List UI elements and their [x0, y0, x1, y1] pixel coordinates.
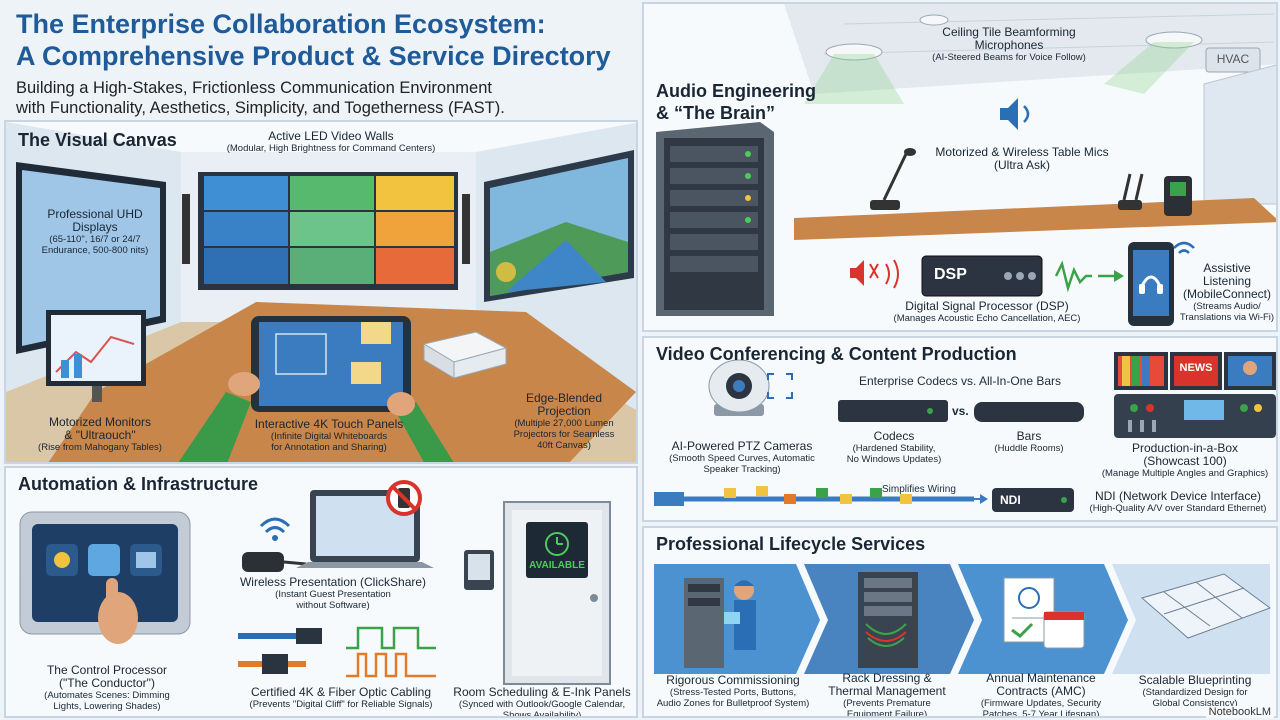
video-bar-device [974, 402, 1084, 422]
speaker-icon [1000, 98, 1030, 130]
dsp-label: Digital Signal Processor (DSP) (Manages … [893, 299, 1081, 325]
video-panel: Video Conferencing & Content Production … [642, 336, 1278, 522]
visual-canvas-panel: The Visual Canvas Active LED Video Walls… [4, 120, 638, 464]
ndi-device-label: NDI [1000, 493, 1021, 507]
lifecycle-illustration [654, 564, 1272, 674]
hvac-label: HVAC [1216, 52, 1250, 66]
motorized-monitor [46, 310, 146, 402]
led-video-wall [198, 172, 458, 290]
dsp-device-label: DSP [934, 266, 967, 283]
blueprint-icon [1140, 573, 1272, 639]
page-title: The Enterprise Collaboration Ecosystem: … [16, 9, 611, 71]
production-switcher [1114, 352, 1276, 438]
beamforming-label: Ceiling Tile Beamforming Microphones (AI… [932, 25, 1086, 64]
automation-panel: Automation & Infrastructure AVAILABLE Th… [4, 466, 638, 718]
automation-title: Automation & Infrastructure [18, 474, 259, 494]
muted-speaker-icon [850, 259, 899, 289]
lifecycle-title: Professional Lifecycle Services [656, 534, 926, 554]
visual-canvas-title: The Visual Canvas [18, 130, 177, 150]
audio-illustration [656, 4, 1276, 326]
cabling-label: Certified 4K & Fiber Optic Cabling (Prev… [249, 685, 433, 711]
control-processor-label: The Control Processor ("The Conductor") … [44, 663, 170, 713]
codecs-label: Codecs (Hardened Stability, No Windows U… [846, 429, 942, 466]
door [503, 501, 611, 685]
rack-dressing-label: Rack Dressing & Thermal Management (Prev… [828, 671, 946, 718]
bars-label: Bars (Huddle Rooms) [994, 429, 1064, 455]
watermark: NotebookLM [1205, 706, 1274, 718]
motorized-monitors-label: Motorized Monitors & "Ultraouch" (Rise f… [38, 415, 162, 454]
contract-calendar-icon [1003, 577, 1085, 649]
wifi-icon [259, 517, 291, 541]
vs-label: vs. [952, 404, 969, 418]
ptz-camera-label: AI-Powered PTZ Cameras (Smooth Speed Cur… [669, 439, 815, 476]
simplifies-wiring-label: Simplifies Wiring [882, 484, 956, 495]
curved-video-wall [484, 150, 634, 302]
ndi-cable [654, 486, 1074, 512]
blueprinting-label: Scalable Blueprinting (Standardized Desi… [1138, 673, 1252, 710]
server-rack [656, 122, 774, 316]
technician [684, 578, 756, 668]
touch-panels-label: Interactive 4K Touch Panels (Infinite Di… [254, 417, 404, 454]
room-scheduling-panel [464, 550, 494, 590]
commissioning-label: Rigorous Commissioning (Stress-Tested Po… [656, 673, 810, 710]
dsp-device [921, 255, 1043, 297]
visual-canvas-illustration [6, 122, 636, 462]
tracking-icon [767, 373, 793, 399]
no-phone-icon [386, 480, 422, 516]
wireless-presentation-label: Wireless Presentation (ClickShare) (Inst… [239, 575, 427, 612]
projector [422, 331, 508, 379]
codecs-vs-bars-label: Enterprise Codecs vs. All-In-One Bars [858, 374, 1062, 388]
rack-icon [858, 572, 918, 668]
cabling [238, 626, 436, 678]
codec-device [838, 400, 948, 422]
uhd-display [16, 162, 166, 354]
door-status-text: AVAILABLE [529, 560, 585, 571]
page-subtitle: Building a High-Stakes, Frictionless Com… [16, 79, 505, 117]
uhd-displays-label: Professional UHD Displays (65-110", 16/7… [41, 207, 149, 257]
beamforming-mic [804, 14, 1203, 104]
news-label: NEWS [1179, 362, 1213, 374]
video-title: Video Conferencing & Content Production [656, 344, 1017, 364]
video-illustration [654, 352, 1276, 512]
audio-panel: Audio Engineering & “The Brain” Ceiling … [642, 2, 1278, 332]
table-mics-label: Motorized & Wireless Table Mics (Ultra A… [935, 145, 1109, 172]
scheduling-label: Room Scheduling & E-Ink Panels (Synced w… [453, 685, 631, 718]
amc-label: Annual Maintenance Contracts (AMC) (Firm… [980, 671, 1102, 718]
control-processor [19, 511, 191, 644]
ndi-label: NDI (Network Device Interface) (High-Qua… [1089, 489, 1267, 515]
smartphone-icon [1128, 241, 1195, 326]
assistive-listening-label: Assistive Listening (MobileConnect) (Str… [1179, 261, 1275, 324]
ptz-camera [708, 359, 770, 416]
lifecycle-panel: Professional Lifecycle Services Rigorous… [642, 526, 1278, 718]
projection-label: Edge-Blended Projection (Multiple 27,000… [513, 391, 615, 452]
production-label: Production-in-a-Box (Showcast 100) (Mana… [1101, 441, 1269, 480]
conference-table [794, 148, 1276, 240]
audio-title: Audio Engineering & “The Brain” [656, 81, 816, 123]
touch-panel [251, 316, 411, 412]
clean-audio-waveform [1054, 260, 1124, 293]
led-walls-label: Active LED Video Walls (Modular, High Br… [226, 129, 436, 155]
automation-illustration [19, 480, 611, 685]
clickshare-dongle [242, 552, 307, 572]
